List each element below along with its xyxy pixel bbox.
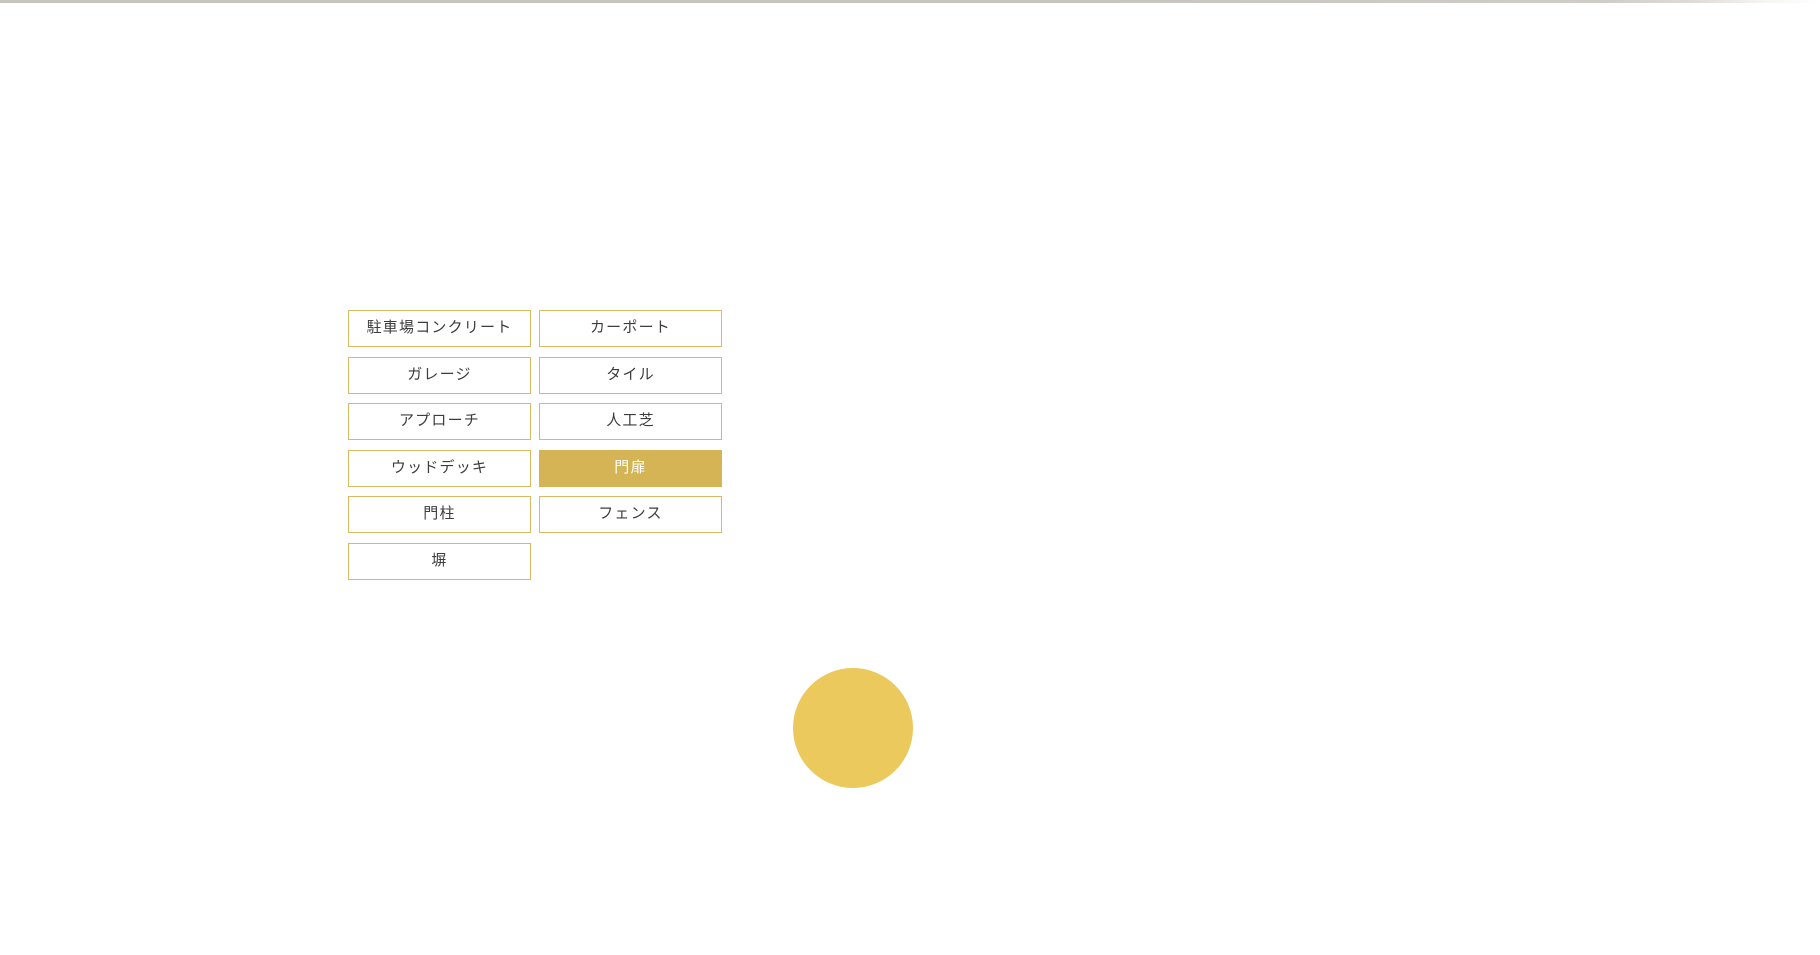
category-menu: 駐車場コンクリート カーポート ガレージ タイル アプローチ 人工芝 ウッドデッ… [348, 310, 722, 580]
category-button-parking-concrete[interactable]: 駐車場コンクリート [348, 310, 531, 347]
category-button-artificial-turf[interactable]: 人工芝 [539, 403, 722, 440]
category-button-fence[interactable]: フェンス [539, 496, 722, 533]
category-button-wall[interactable]: 塀 [348, 542, 531, 580]
category-button-garage[interactable]: ガレージ [348, 356, 531, 394]
category-button-carport[interactable]: カーポート [539, 310, 722, 347]
gold-circle-decoration [793, 668, 913, 788]
category-button-wood-deck[interactable]: ウッドデッキ [348, 449, 531, 487]
category-button-tile[interactable]: タイル [539, 356, 722, 394]
category-button-gate-door[interactable]: 門扉 [539, 449, 722, 487]
category-button-approach[interactable]: アプローチ [348, 403, 531, 440]
category-button-gate-post[interactable]: 門柱 [348, 496, 531, 533]
header-bottom-edge [0, 0, 1820, 3]
